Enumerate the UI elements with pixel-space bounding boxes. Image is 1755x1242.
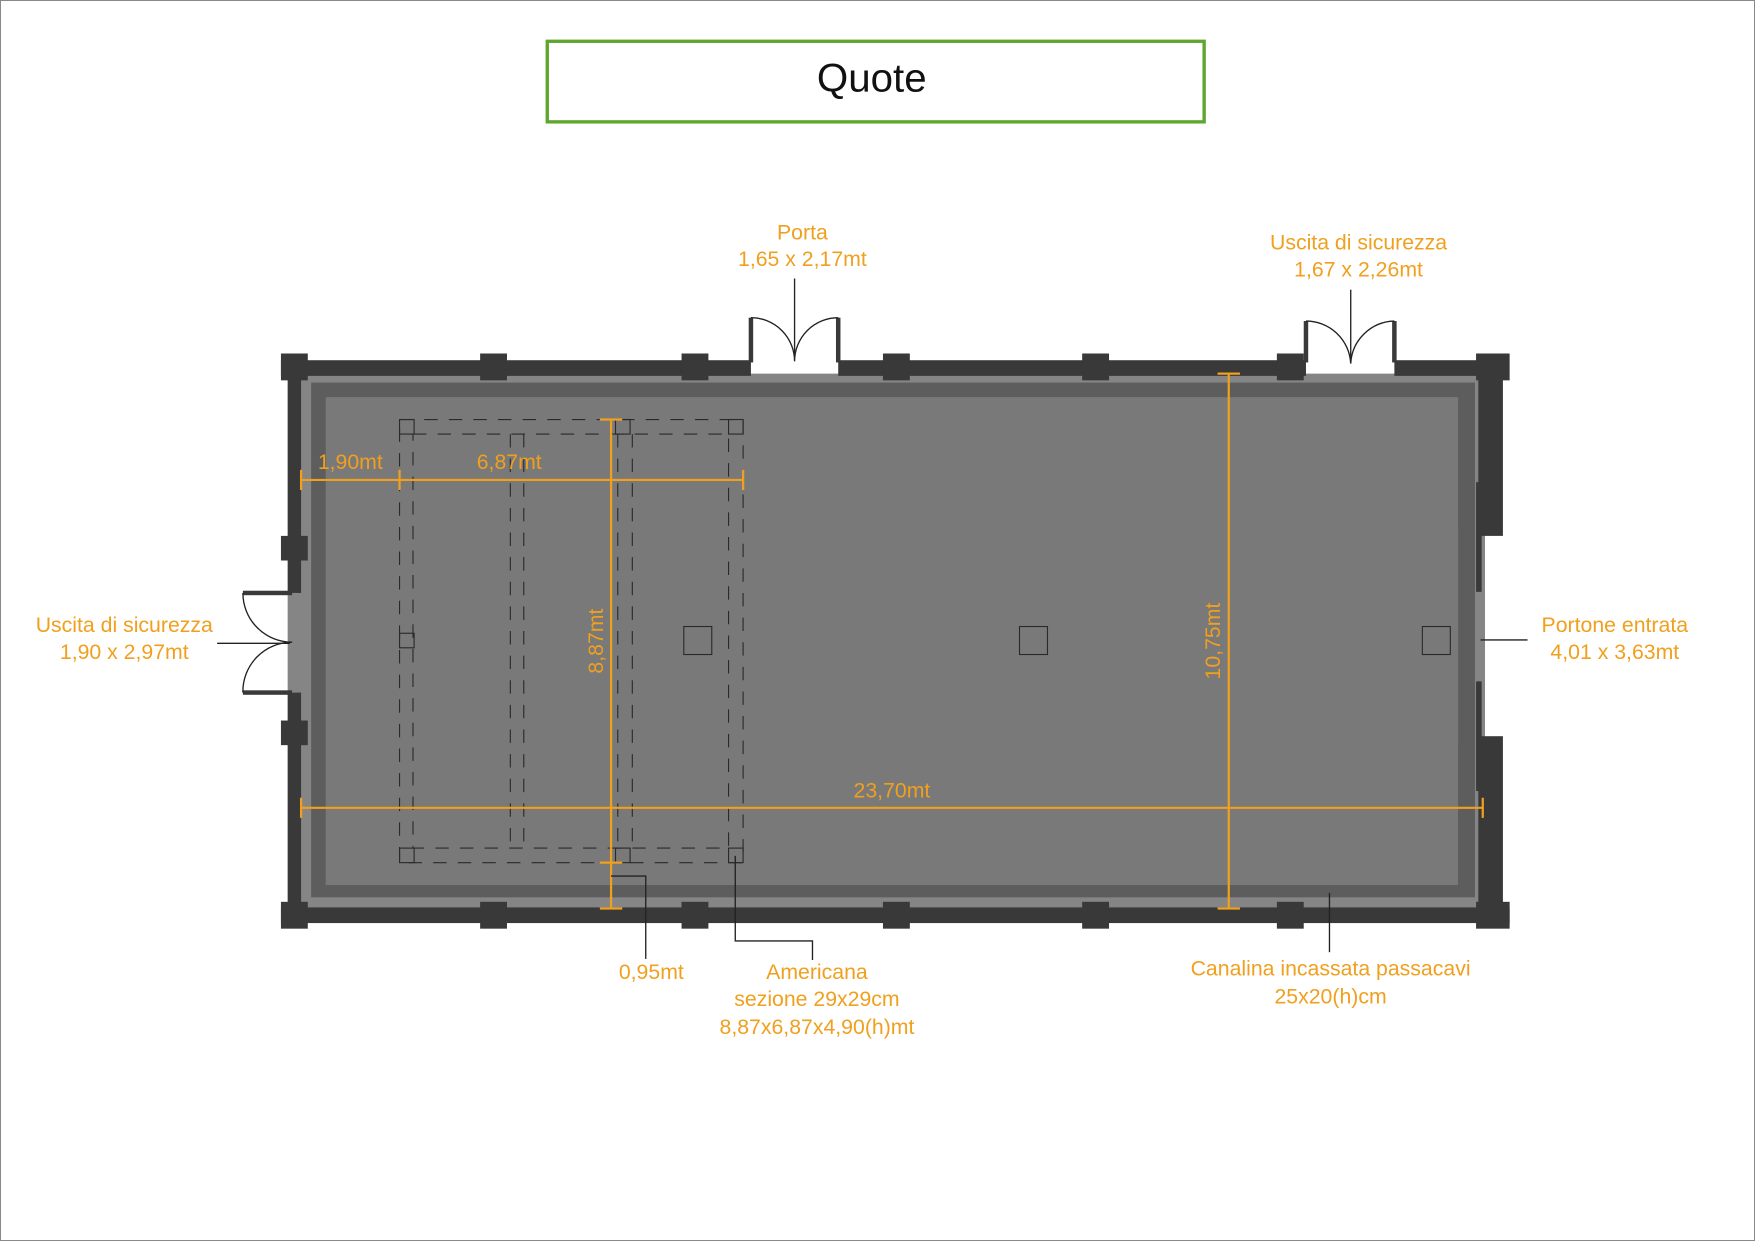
hall-floor — [294, 373, 1486, 909]
dim-truss-depth: 8,87mt — [584, 609, 608, 674]
svg-text:Portone entrata: Portone entrata — [1542, 613, 1689, 637]
truss-americana — [398, 418, 744, 864]
dim-hall-depth: 10,75mt — [1201, 603, 1225, 680]
dim-hall-length: 23,70mt — [854, 779, 931, 803]
svg-text:Canalina incassata passacavi: Canalina incassata passacavi — [1191, 957, 1471, 981]
columns — [683, 625, 1451, 656]
dim-left-offset: 1,90mt — [318, 450, 383, 474]
label-emergency-exit-top: Uscita di sicurezza 1,67 x 2,26mt — [1270, 230, 1447, 281]
door-emergency-top — [1303, 320, 1397, 364]
svg-text:4,01 x 3,63mt: 4,01 x 3,63mt — [1550, 640, 1679, 664]
label-emergency-exit-left: Uscita di sicurezza 1,90 x 2,97mt — [36, 613, 213, 664]
walls — [280, 353, 1510, 929]
label-cable-channel: Canalina incassata passacavi 25x20(h)cm — [1191, 957, 1471, 1009]
svg-text:Americana: Americana — [766, 960, 868, 984]
label-porta: Porta 1,65 x 2,17mt — [738, 220, 867, 271]
label-americana: Americana sezione 29x29cm 8,87x6,87x4,90… — [720, 960, 915, 1039]
svg-text:1,65 x 2,17mt: 1,65 x 2,17mt — [738, 247, 867, 271]
svg-text:1,90 x 2,97mt: 1,90 x 2,97mt — [60, 640, 189, 664]
svg-text:Uscita di sicurezza: Uscita di sicurezza — [36, 613, 213, 637]
svg-text:25x20(h)cm: 25x20(h)cm — [1274, 985, 1386, 1009]
page-title: Quote — [817, 56, 927, 101]
label-main-entrance: Portone entrata 4,01 x 3,63mt — [1542, 613, 1689, 664]
label-offset-bottom: 0,95mt — [619, 960, 684, 984]
svg-text:8,87x6,87x4,90(h)mt: 8,87x6,87x4,90(h)mt — [720, 1015, 915, 1039]
dim-truss-width: 6,87mt — [477, 450, 542, 474]
svg-text:sezione 29x29cm: sezione 29x29cm — [734, 987, 899, 1011]
svg-text:Uscita di sicurezza: Uscita di sicurezza — [1270, 230, 1447, 254]
title-box: Quote — [545, 39, 1206, 124]
leader-lines — [217, 278, 1528, 961]
dimension-lines — [299, 372, 1484, 910]
door-porta — [748, 317, 841, 363]
svg-text:Porta: Porta — [777, 220, 828, 244]
svg-text:1,67 x 2,26mt: 1,67 x 2,26mt — [1294, 257, 1423, 281]
pillars — [280, 353, 1510, 929]
